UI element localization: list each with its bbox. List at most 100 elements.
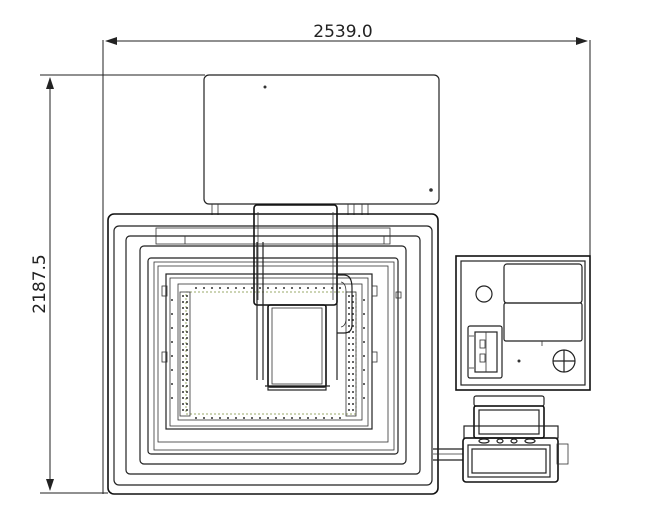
table-hole [352, 379, 354, 381]
table-hole [182, 325, 184, 327]
table-hole [323, 417, 325, 419]
work-table [161, 273, 378, 430]
table-hole [186, 361, 188, 363]
top-housing [203, 74, 440, 215]
table-hole [348, 325, 350, 327]
table-hole [211, 287, 213, 289]
table-hole [259, 417, 261, 419]
width-dimension-label: 2539.0 [313, 22, 372, 42]
table-hole [348, 307, 350, 309]
table-hole [171, 327, 173, 329]
table-hole [363, 327, 365, 329]
table-hole [186, 337, 188, 339]
table-hole [363, 313, 365, 315]
control-box [462, 395, 569, 483]
table-hole [182, 385, 184, 387]
table-hole [171, 341, 173, 343]
table-hole [352, 337, 354, 339]
table-hole [186, 349, 188, 351]
table-hole [348, 397, 350, 399]
table-hole [352, 391, 354, 393]
table-hole [186, 355, 188, 357]
table-hole [363, 299, 365, 301]
table-hole [186, 313, 188, 315]
height-dimension-label: 2187.5 [30, 254, 50, 313]
table-hole [219, 417, 221, 419]
table-hole [251, 287, 253, 289]
table-hole [363, 355, 365, 357]
table-hole [251, 417, 253, 419]
table-hole [348, 301, 350, 303]
table-hole [348, 403, 350, 405]
table-hole [352, 385, 354, 387]
table-hole [315, 287, 317, 289]
spindle-head [265, 304, 330, 391]
table-hole [291, 417, 293, 419]
table-hole [186, 331, 188, 333]
table-hole [211, 417, 213, 419]
table-hole [275, 417, 277, 419]
table-hole [283, 417, 285, 419]
table-hole [299, 417, 301, 419]
table-hole [186, 367, 188, 369]
table-hole [182, 313, 184, 315]
height-dimension: 2187.5 [30, 74, 205, 494]
table-hole [186, 319, 188, 321]
table-hole [186, 295, 188, 297]
table-hole [363, 369, 365, 371]
table-hole [171, 369, 173, 371]
table-hole [348, 343, 350, 345]
table-hole [315, 417, 317, 419]
table-hole [352, 403, 354, 405]
table-hole [182, 409, 184, 411]
table-hole [186, 301, 188, 303]
table-hole [171, 313, 173, 315]
control-cabinet [455, 255, 591, 391]
table-hole [182, 319, 184, 321]
table-hole [291, 287, 293, 289]
table-hole [203, 287, 205, 289]
table-hole [182, 361, 184, 363]
table-hole [267, 417, 269, 419]
table-hole [348, 313, 350, 315]
table-hole [186, 409, 188, 411]
table-hole [171, 383, 173, 385]
table-hole [182, 373, 184, 375]
table-hole [182, 355, 184, 357]
table-hole [348, 337, 350, 339]
table-hole [363, 383, 365, 385]
table-hole [227, 287, 229, 289]
table-hole [195, 417, 197, 419]
table-hole [182, 337, 184, 339]
table-hole [331, 417, 333, 419]
table-hole [299, 287, 301, 289]
table-hole [352, 367, 354, 369]
table-hole [182, 403, 184, 405]
table-hole [182, 331, 184, 333]
table-hole [186, 373, 188, 375]
table-hole [186, 391, 188, 393]
table-hole [352, 409, 354, 411]
table-hole [235, 287, 237, 289]
table-hole [186, 325, 188, 327]
table-hole [182, 391, 184, 393]
table-hole [186, 307, 188, 309]
table-hole [352, 355, 354, 357]
table-hole [235, 417, 237, 419]
table-hole [182, 379, 184, 381]
table-hole [348, 355, 350, 357]
table-hole [352, 331, 354, 333]
table-hole [171, 355, 173, 357]
table-hole [348, 373, 350, 375]
table-hole [363, 341, 365, 343]
table-hole [348, 367, 350, 369]
table-hole [348, 319, 350, 321]
table-hole [203, 417, 205, 419]
table-hole [243, 287, 245, 289]
table-hole [352, 397, 354, 399]
table-hole [171, 397, 173, 399]
table-hole [267, 287, 269, 289]
table-hole [259, 287, 261, 289]
table-hole [352, 349, 354, 351]
table-hole [195, 287, 197, 289]
